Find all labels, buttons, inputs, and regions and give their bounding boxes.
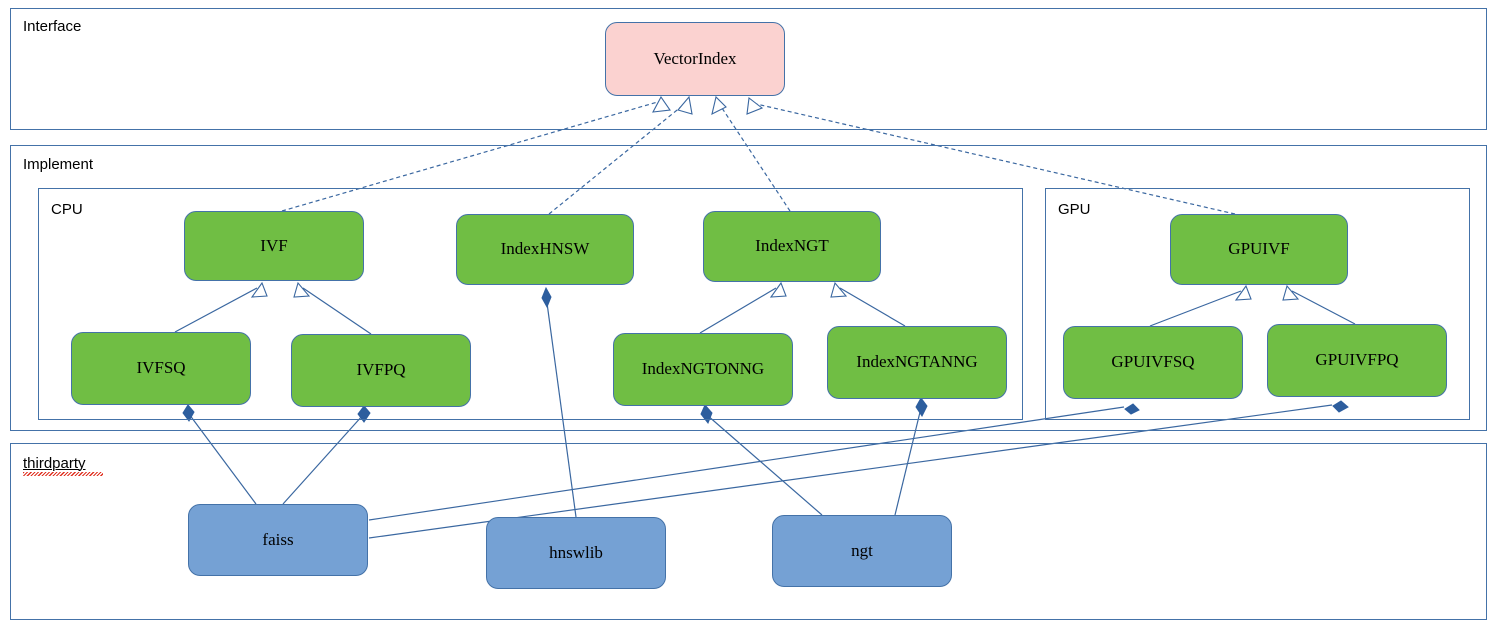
node-faiss-label: faiss — [262, 529, 294, 549]
node-indexngtanng[interactable]: IndexNGTANNG — [827, 326, 1007, 399]
group-thirdparty-label: thirdparty — [23, 455, 86, 472]
group-interface — [10, 8, 1487, 130]
node-gpuivf-label: GPUIVF — [1228, 239, 1290, 259]
node-vectorindex-label: VectorIndex — [653, 48, 737, 68]
node-indexngtonng[interactable]: IndexNGTONNG — [613, 333, 793, 406]
node-gpuivfsq[interactable]: GPUIVFSQ — [1063, 326, 1243, 399]
group-cpu-label: CPU — [51, 201, 83, 218]
node-vectorindex[interactable]: VectorIndex — [605, 22, 785, 96]
node-indexhnsw-label: IndexHNSW — [500, 239, 590, 259]
node-ivfpq-label: IVFPQ — [356, 360, 406, 380]
group-implement-label: Implement — [23, 156, 94, 173]
node-ivf[interactable]: IVF — [184, 211, 364, 281]
node-hnswlib[interactable]: hnswlib — [486, 517, 666, 589]
group-cpu — [38, 188, 1023, 420]
node-indexhnsw[interactable]: IndexHNSW — [456, 214, 634, 285]
node-gpuivfpq-label: GPUIVFPQ — [1315, 350, 1399, 370]
node-ngt-label: ngt — [851, 540, 873, 560]
node-indexngt-label: IndexNGT — [755, 236, 829, 256]
node-indexngtanng-label: IndexNGTANNG — [856, 352, 978, 372]
group-gpu — [1045, 188, 1470, 420]
node-indexngt[interactable]: IndexNGT — [703, 211, 881, 282]
group-gpu-label: GPU — [1058, 201, 1091, 218]
node-gpuivfsq-label: GPUIVFSQ — [1111, 352, 1195, 372]
group-interface-label: Interface — [23, 18, 82, 35]
node-faiss[interactable]: faiss — [188, 504, 368, 576]
node-ivf-label: IVF — [260, 235, 288, 255]
node-gpuivfpq[interactable]: GPUIVFPQ — [1267, 324, 1447, 397]
group-thirdparty — [10, 443, 1487, 620]
node-indexngtonng-label: IndexNGTONNG — [641, 359, 765, 379]
node-ngt[interactable]: ngt — [772, 515, 952, 587]
node-hnswlib-label: hnswlib — [549, 542, 603, 562]
group-implement — [10, 145, 1487, 431]
node-gpuivf[interactable]: GPUIVF — [1170, 214, 1348, 285]
node-ivfpq[interactable]: IVFPQ — [291, 334, 471, 407]
node-ivfsq-label: IVFSQ — [136, 358, 186, 378]
node-ivfsq[interactable]: IVFSQ — [71, 332, 251, 405]
